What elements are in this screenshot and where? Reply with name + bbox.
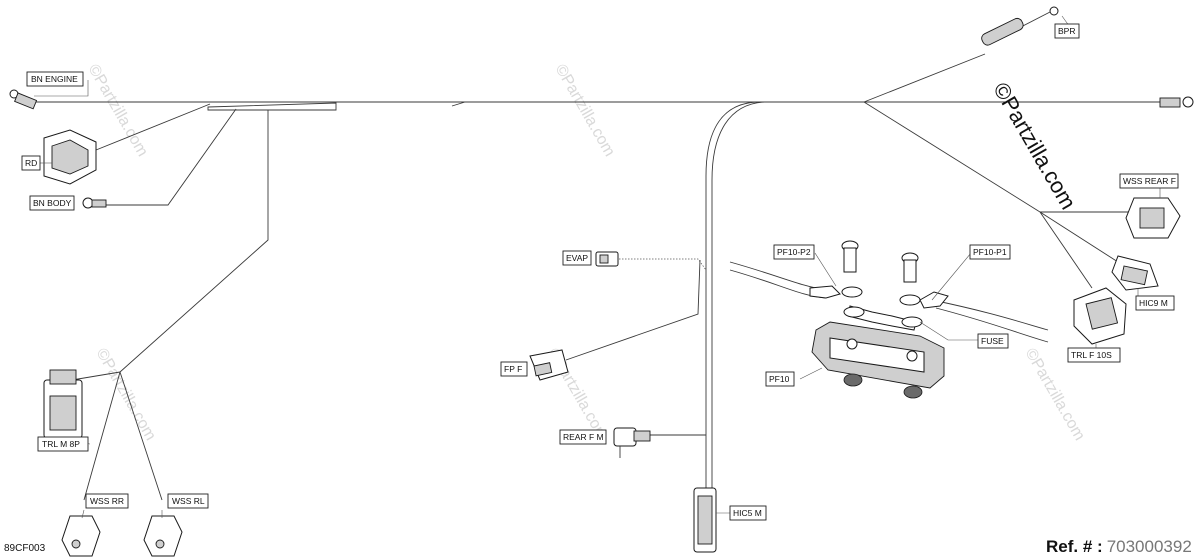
callout-labels: BN ENGINE RD BN BODY TRL M 8P WSS RR WSS… (21, 23, 1179, 521)
watermark-3: ©Partzilla.com (93, 346, 159, 444)
diagram-code: 89CF003 (4, 543, 46, 554)
hic9-branch-wire (1039, 211, 1119, 263)
evap-branch-wire (619, 258, 707, 271)
label-wss-rl-text: WSS RL (172, 496, 205, 506)
bpr-fuse-holder (981, 6, 1059, 46)
label-wss-rr: WSS RR (85, 493, 129, 509)
label-wss-rl: WSS RL (167, 493, 209, 509)
trl-f-branch-wire (1039, 211, 1093, 289)
label-pf10: PF10 (765, 371, 795, 387)
bn-body-ring-terminal (82, 197, 107, 209)
rear-f-m-connector (613, 427, 651, 458)
trl-branch-wire (119, 110, 269, 373)
trl-m-8p-branch-wire (71, 371, 121, 381)
center-drop-wire-1 (451, 101, 466, 107)
pf10-cable-terminals (809, 285, 949, 309)
bn-body-branch-wire (104, 108, 237, 206)
label-trl-f-10s-text: TRL F 10S (1071, 350, 1112, 360)
label-fp-f: FP F (500, 361, 528, 377)
reference-value: 703000392 (1106, 537, 1192, 556)
label-hic9-m: HIC9 M (1135, 295, 1175, 311)
label-evap-text: EVAP (566, 253, 588, 263)
wss-rl-branch-wire (119, 371, 163, 501)
fp-f-connector (529, 349, 569, 381)
reference-number: Ref. # :703000392 (1046, 537, 1192, 557)
wss-rl-connector (143, 515, 183, 557)
label-evap: EVAP (562, 250, 592, 266)
bpr-branch-wire (863, 53, 986, 103)
label-pf10-p1-text: PF10-P1 (973, 247, 1007, 257)
label-hic5-m-text: HIC5 M (733, 508, 762, 518)
label-rd: RD (21, 155, 41, 171)
label-bn-engine-text: BN ENGINE (31, 74, 78, 84)
center-drop-wire-2 (711, 101, 765, 500)
right-harness-wire (863, 101, 1041, 213)
main-trunk-sleeve (207, 102, 337, 111)
label-fuse-text: FUSE (981, 336, 1004, 346)
label-rear-f-m-text: REAR F M (563, 432, 604, 442)
wss-rear-f-connector (1125, 197, 1181, 239)
harness-wires (22, 11, 1160, 520)
components (9, 6, 1194, 557)
label-trl-m-8p: TRL M 8P (37, 436, 89, 452)
label-pf10-p1: PF10-P1 (969, 244, 1011, 260)
rd-branch-wire (95, 103, 211, 151)
pf10-p2-screw (841, 240, 865, 318)
label-pf10-p2-text: PF10-P2 (777, 247, 811, 257)
label-bn-body-text: BN BODY (33, 198, 72, 208)
reference-label: Ref. # : (1046, 537, 1103, 556)
label-fuse: FUSE (977, 333, 1009, 349)
bn-engine-ring-terminal (9, 89, 38, 110)
label-trl-m-8p-text: TRL M 8P (42, 439, 80, 449)
label-wss-rr-text: WSS RR (90, 496, 124, 506)
label-bn-engine: BN ENGINE (26, 71, 84, 87)
trl-m-8p-connector (43, 369, 83, 439)
label-trl-f-10s: TRL F 10S (1067, 347, 1121, 363)
wss-rr-connector (61, 515, 101, 557)
pf10-p1-screw (899, 252, 923, 328)
label-rd-text: RD (25, 158, 37, 168)
pf10-fuse-block (811, 321, 945, 399)
fp-branch-wire (565, 259, 701, 361)
label-wss-rear-f-text: WSS REAR F (1123, 176, 1176, 186)
center-drop-wire (705, 101, 761, 520)
label-bpr: BPR (1054, 23, 1080, 39)
evap-connector (595, 251, 619, 267)
label-pf10-p2: PF10-P2 (773, 244, 815, 260)
fuse-cable-right (931, 299, 1049, 343)
label-fp-f-text: FP F (504, 364, 522, 374)
label-pf10-text: PF10 (769, 374, 790, 384)
label-rear-f-m: REAR F M (559, 429, 607, 445)
trl-f-10s-connector (1073, 287, 1127, 345)
pf10-fuse-link (847, 305, 917, 331)
hic5-m-connector (693, 487, 717, 553)
hic9-m-connector (1111, 255, 1159, 291)
right-ring-terminal (1159, 96, 1194, 108)
watermark-2: ©Partzilla.com (552, 62, 618, 160)
label-bpr-text: BPR (1058, 26, 1075, 36)
label-wss-rear-f: WSS REAR F (1119, 173, 1179, 189)
rd-connector (43, 129, 97, 185)
wss-rr-branch-wire (83, 371, 121, 501)
label-hic5-m: HIC5 M (729, 505, 767, 521)
label-bn-body: BN BODY (29, 195, 75, 211)
label-hic9-m-text: HIC9 M (1139, 298, 1168, 308)
